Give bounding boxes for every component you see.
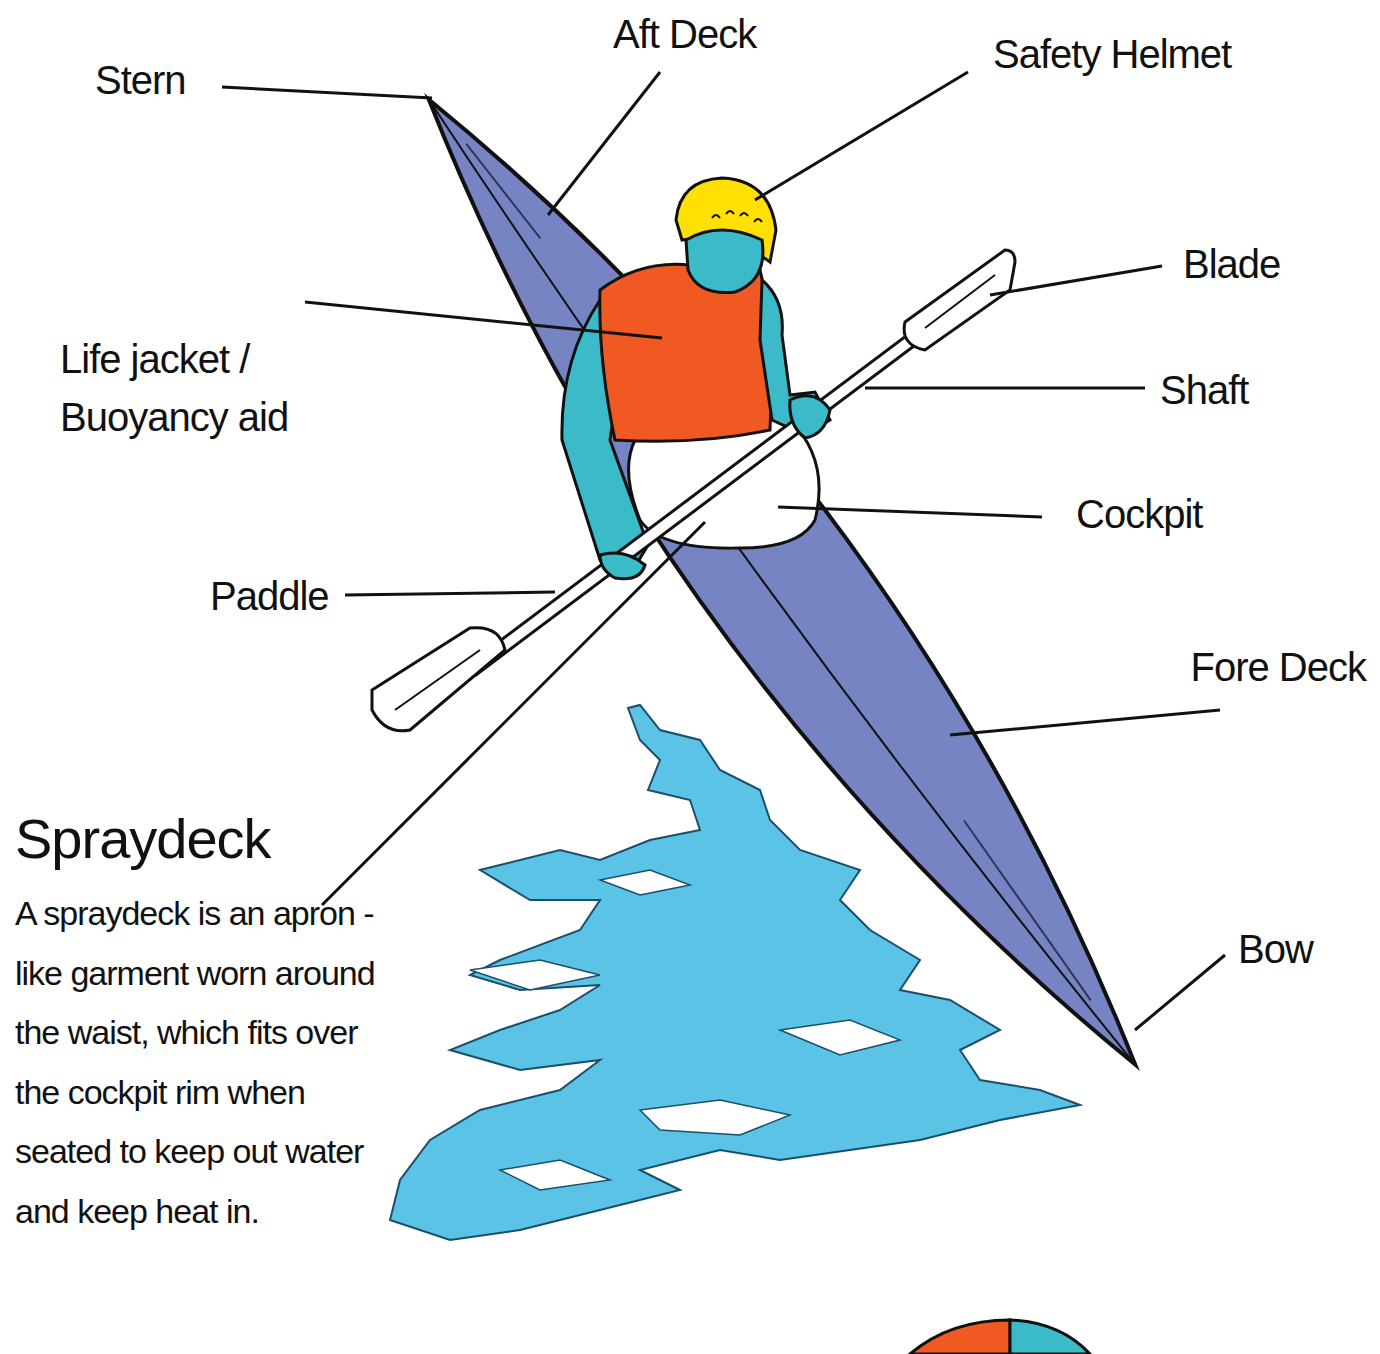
water-foam — [470, 870, 900, 1190]
part-label: Stern — [95, 56, 186, 104]
corner-figure — [1010, 1320, 1090, 1354]
part-label: Cockpit — [1076, 490, 1202, 538]
part-label: Aft Deck — [613, 10, 756, 58]
paddle — [372, 250, 1015, 731]
life-jacket — [600, 264, 771, 441]
part-label: Life jacket / Buoyancy aid — [60, 330, 310, 446]
leader-lines — [222, 72, 1225, 1030]
part-label: Fore Deck — [1191, 643, 1367, 691]
part-label: Shaft — [1160, 366, 1248, 414]
kayak-hull — [366, 54, 1197, 1111]
hand — [790, 396, 830, 438]
part-label: Paddle — [210, 572, 329, 620]
section-heading: Spraydeck — [15, 805, 271, 872]
head — [686, 230, 763, 293]
corner-figure — [910, 1320, 1010, 1354]
part-label: Bow — [1238, 925, 1313, 973]
helmet-vents — [712, 211, 762, 222]
part-label: Safety Helmet — [993, 30, 1231, 78]
part-label: Blade — [1183, 240, 1280, 288]
hand — [600, 553, 645, 579]
description-text: A spraydeck is an apron - like garment w… — [15, 884, 380, 1241]
